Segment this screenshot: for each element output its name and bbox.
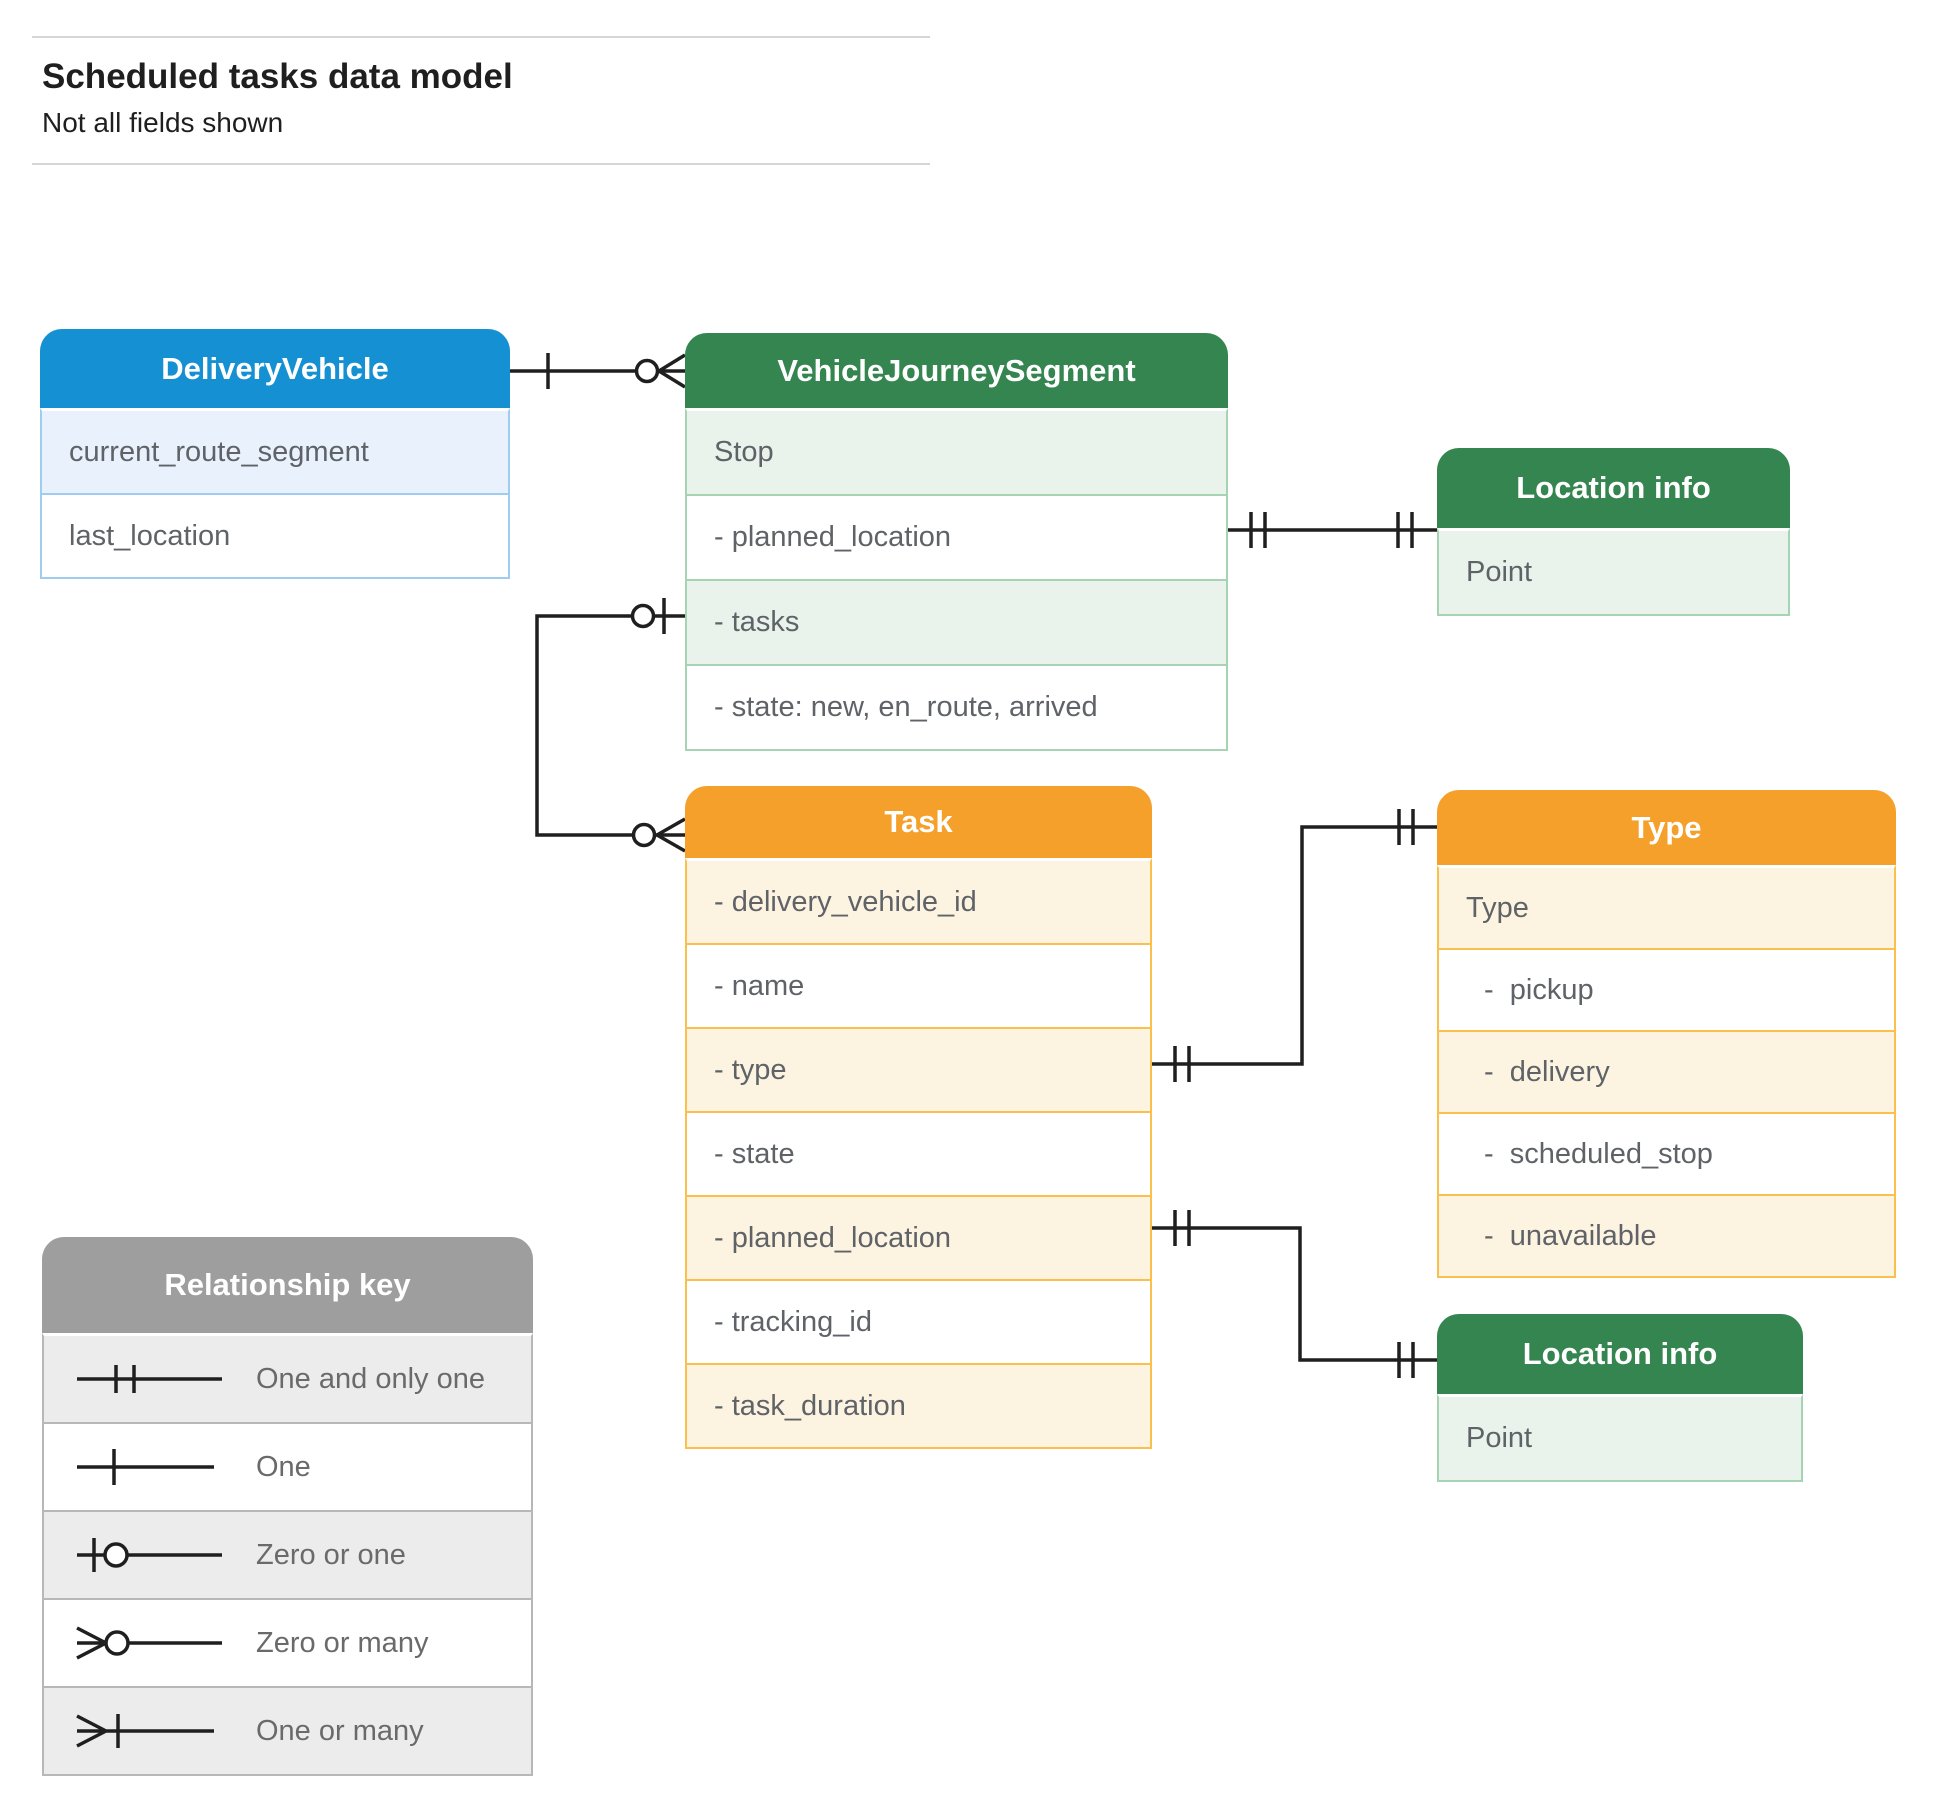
field-row: Stop <box>687 411 1226 494</box>
bottom-divider <box>32 163 930 165</box>
rel-vehiclejourneysegment-tasks-task <box>535 598 686 853</box>
field-row: - planned_location <box>687 1195 1150 1279</box>
zero-or-one-icon <box>74 1533 224 1577</box>
field-row: - tracking_id <box>687 1279 1150 1363</box>
field-row: - task_duration <box>687 1363 1150 1447</box>
field-row: - pickup <box>1439 948 1894 1030</box>
entity-header: VehicleJourneySegment <box>685 333 1228 408</box>
field-row: - name <box>687 943 1150 1027</box>
legend-item: One and only one <box>44 1336 531 1422</box>
rel-task-type-type <box>1152 809 1437 1082</box>
field-row: Type <box>1439 868 1894 948</box>
entity-delivery-vehicle: DeliveryVehicle current_route_segment la… <box>40 329 510 579</box>
one-icon <box>74 1445 224 1489</box>
entity-vehicle-journey-segment: VehicleJourneySegment Stop - planned_loc… <box>685 333 1228 751</box>
field-row: Point <box>1439 531 1788 614</box>
field-row: - scheduled_stop <box>1439 1112 1894 1194</box>
entity-header: Task <box>685 786 1152 858</box>
field-row: - planned_location <box>687 494 1226 579</box>
entity-header: Location info <box>1437 448 1790 528</box>
field-row: - state: new, en_route, arrived <box>687 664 1226 749</box>
zero-or-many-icon <box>74 1621 224 1665</box>
top-divider <box>32 36 930 38</box>
rel-vjs-plannedlocation-locationinfo <box>1228 512 1437 548</box>
field-row: last_location <box>42 493 508 577</box>
one-and-only-one-icon <box>74 1357 224 1401</box>
legend-item: Zero or one <box>44 1510 531 1598</box>
entity-task: Task - delivery_vehicle_id - name - type… <box>685 786 1152 1449</box>
field-row: Point <box>1439 1397 1801 1480</box>
entity-location-info-bottom: Location info Point <box>1437 1314 1803 1482</box>
entity-location-info-top: Location info Point <box>1437 448 1790 616</box>
legend-item-label: One <box>256 1450 311 1483</box>
field-row: - delivery_vehicle_id <box>687 861 1150 943</box>
entity-header: Type <box>1437 790 1896 865</box>
entity-body: Point <box>1437 528 1790 616</box>
legend-item: One <box>44 1422 531 1510</box>
legend-item-label: One and only one <box>256 1362 485 1395</box>
entity-body: Stop - planned_location - tasks - state:… <box>685 408 1228 751</box>
entity-body: Type - pickup - delivery - scheduled_sto… <box>1437 865 1896 1278</box>
legend-header: Relationship key <box>42 1237 533 1333</box>
legend-item-label: Zero or many <box>256 1626 429 1659</box>
legend-item-label: Zero or one <box>256 1538 406 1571</box>
field-row: - state <box>687 1111 1150 1195</box>
legend-item: Zero or many <box>44 1598 531 1686</box>
rel-task-plannedlocation-locationinfo <box>1152 1210 1437 1378</box>
entity-body: current_route_segment last_location <box>40 408 510 579</box>
legend-body: One and only one One Zero or one <box>42 1333 533 1776</box>
entity-body: - delivery_vehicle_id - name - type - st… <box>685 858 1152 1449</box>
legend-item: One or many <box>44 1686 531 1774</box>
entity-header: DeliveryVehicle <box>40 329 510 408</box>
legend-item-label: One or many <box>256 1714 424 1747</box>
page-title: Scheduled tasks data model <box>42 57 513 96</box>
field-row: - unavailable <box>1439 1194 1894 1276</box>
relationship-key: Relationship key One and only one One <box>42 1237 533 1776</box>
entity-body: Point <box>1437 1394 1803 1482</box>
field-row: - delivery <box>1439 1030 1894 1112</box>
field-row: - tasks <box>687 579 1226 664</box>
field-row: - type <box>687 1027 1150 1111</box>
one-or-many-icon <box>74 1709 224 1753</box>
entity-type: Type Type - pickup - delivery - schedule… <box>1437 790 1896 1278</box>
rel-deliveryvehicle-vehiclejourneysegment <box>510 353 686 389</box>
field-row: current_route_segment <box>42 411 508 493</box>
entity-header: Location info <box>1437 1314 1803 1394</box>
page-subtitle: Not all fields shown <box>42 107 284 138</box>
